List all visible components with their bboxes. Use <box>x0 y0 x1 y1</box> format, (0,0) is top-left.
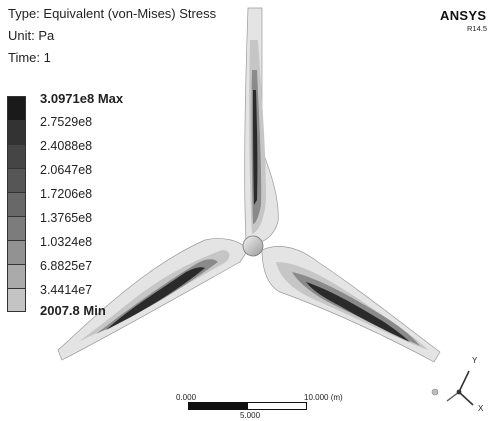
legend-max-label: 3.0971e8 Max <box>40 91 124 106</box>
scale-mid-label: 5.000 <box>240 411 261 420</box>
legend-level-label: 6.8825e7 <box>40 259 93 273</box>
legend-swatch-2 <box>7 144 26 169</box>
result-unit: Unit: Pa <box>8 28 55 43</box>
scale-end-label: 10.000 (m) <box>304 393 343 402</box>
triad-origin-dot <box>431 388 439 396</box>
legend-swatch-7 <box>7 264 26 289</box>
triad-y-label: Y <box>472 356 478 365</box>
scale-bar-dark-segment <box>188 402 248 410</box>
z-axis-line <box>446 391 460 402</box>
legend-level-label: 1.3765e8 <box>40 211 93 225</box>
triad-x-label: X <box>478 404 484 413</box>
legend-swatch-5 <box>7 216 26 241</box>
legend-swatch-3 <box>7 168 26 193</box>
blade-upper[interactable] <box>244 7 279 245</box>
y-axis-line <box>458 370 470 393</box>
legend-level-label: 2.4088e8 <box>40 139 93 153</box>
blade-left[interactable] <box>57 238 249 361</box>
legend-level-label: 3.4414e7 <box>40 283 93 297</box>
axis-triad[interactable]: Y X <box>425 345 489 415</box>
legend-swatch-0 <box>7 96 26 121</box>
legend-level-label: 2.7529e8 <box>40 115 93 129</box>
legend-level-label: 1.7206e8 <box>40 187 93 201</box>
legend-swatch-6 <box>7 240 26 265</box>
legend-swatch-1 <box>7 120 26 145</box>
result-type: Type: Equivalent (von-Mises) Stress <box>8 6 217 21</box>
ansys-logo: ANSYS <box>440 8 487 23</box>
hub[interactable] <box>242 235 264 257</box>
legend-swatch-4 <box>7 192 26 217</box>
blade-right[interactable] <box>261 246 441 363</box>
legend-level-label: 1.0324e8 <box>40 235 93 249</box>
triad-center <box>456 389 462 395</box>
scale-start-label: 0.000 <box>176 393 197 402</box>
legend-level-label: 2.0647e8 <box>40 163 93 177</box>
legend-min-label: 2007.8 Min <box>40 303 106 318</box>
x-axis-line <box>458 391 474 406</box>
scale-bar-light-segment <box>247 402 307 410</box>
legend-swatch-8 <box>7 288 26 312</box>
result-time: Time: 1 <box>8 50 51 65</box>
version-label: R14.5 <box>467 24 488 33</box>
